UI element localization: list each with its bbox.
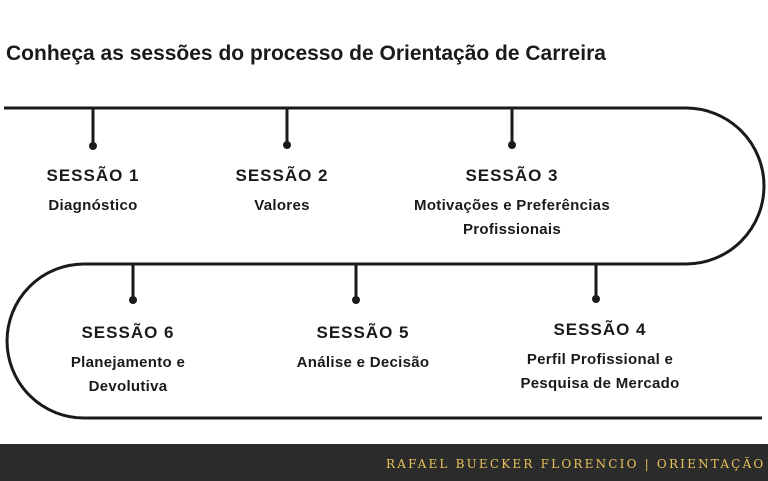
- session-5: SESSÃO 5 Análise e Decisão: [297, 323, 430, 375]
- session-6: SESSÃO 6 Planejamento e Devolutiva: [71, 323, 185, 399]
- page-title: Conheça as sessões do processo de Orient…: [6, 42, 606, 65]
- timeline-path: [4, 106, 766, 420]
- session-1: SESSÃO 1 Diagnóstico: [46, 166, 139, 218]
- session-4-desc-line-2: Pesquisa de Mercado: [520, 375, 680, 392]
- footer-bar: RAFAEL BUECKER FLORENCIO | ORIENTAÇÃO DE…: [0, 444, 768, 481]
- session-3-desc-line-1: Motivações e Preferências: [414, 197, 610, 214]
- session-6-label: SESSÃO 6: [81, 323, 175, 342]
- session-5-marker: [352, 264, 360, 304]
- session-2-desc-line-1: Valores: [254, 197, 310, 214]
- session-1-label: SESSÃO 1: [46, 166, 140, 185]
- session-1-desc-line-1: Diagnóstico: [48, 197, 138, 214]
- session-2-marker: [283, 108, 291, 149]
- session-2-label: SESSÃO 2: [235, 166, 329, 185]
- session-5-label: SESSÃO 5: [316, 323, 410, 342]
- session-3: SESSÃO 3 Motivações e Preferências Profi…: [414, 166, 610, 242]
- session-4-marker: [592, 264, 600, 303]
- session-3-label: SESSÃO 3: [465, 166, 559, 185]
- session-4-label: SESSÃO 4: [553, 320, 647, 339]
- session-1-marker: [89, 108, 97, 150]
- session-5-desc-line-1: Análise e Decisão: [296, 354, 430, 371]
- session-3-desc-line-2: Profissionais: [462, 221, 562, 238]
- session-3-marker: [508, 108, 516, 149]
- session-2: SESSÃO 2 Valores: [235, 166, 328, 218]
- session-6-marker: [129, 264, 137, 304]
- footer-text: RAFAEL BUECKER FLORENCIO | ORIENTAÇÃO DE…: [386, 457, 768, 471]
- session-4-desc-line-1: Perfil Profissional e: [526, 351, 674, 368]
- session-6-desc-line-1: Planejamento e: [70, 354, 186, 371]
- session-6-desc-line-2: Devolutiva: [88, 378, 168, 395]
- session-4: SESSÃO 4 Perfil Profissional e Pesquisa …: [520, 320, 679, 396]
